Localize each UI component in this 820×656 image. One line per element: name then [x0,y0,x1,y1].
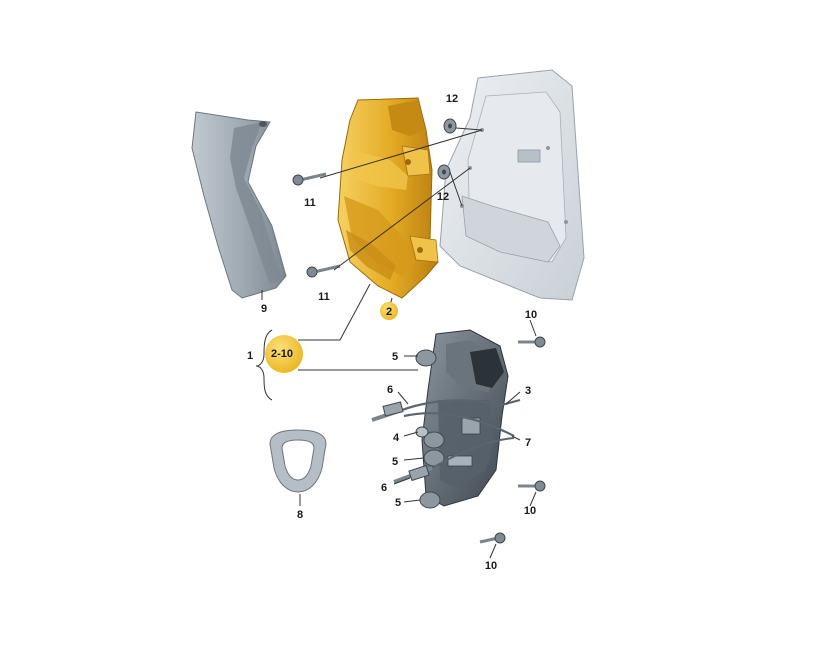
vehicle-body-panel [439,69,585,301]
callout-1: 1 [247,350,253,362]
callout-9: 9 [261,303,267,315]
callout-2-10-badge: 2-10 [265,335,303,373]
callout-2-badge: 2 [380,302,398,320]
callout-3: 3 [525,385,531,397]
callout-4: 4 [393,432,400,444]
screw-11-upper [292,172,327,186]
nut-12-upper [443,118,457,134]
callout-11-lower: 11 [318,291,330,303]
trim-panel [191,111,287,299]
bulbs [415,349,445,509]
gasket [269,429,327,493]
callout-labels: 12 12 11 11 9 2 1 2-10 5 6 4 5 6 5 3 7 1… [247,93,537,572]
callout-10-bottom: 10 [485,560,497,572]
callout-7: 7 [525,437,531,449]
callout-2-10: 2-10 [271,348,293,360]
fasteners [292,118,546,544]
callout-12-lower: 12 [437,191,449,203]
callout-10-top: 10 [525,309,537,321]
callout-5-top: 5 [392,351,398,363]
callout-6-bottom: 6 [381,482,387,494]
callout-12-upper: 12 [446,93,458,105]
group-bracket [255,283,418,401]
leader-lines [261,290,537,559]
screw-10-middle [518,480,546,492]
callout-11-upper: 11 [304,197,316,209]
callout-8: 8 [297,509,303,521]
tail-lamp-housing [337,97,439,299]
assembly-guide-lines [319,127,483,271]
callout-5-bottom: 5 [395,497,401,509]
callout-10-middle: 10 [524,505,536,517]
screw-10-bottom [479,532,506,544]
nut-12-lower [437,164,451,180]
callout-6-top: 6 [387,384,393,396]
screw-10-top [518,336,546,348]
screw-11-lower [306,264,341,278]
wiring-harness [371,398,521,484]
callout-5-middle: 5 [392,456,398,468]
callout-2: 2 [386,306,392,318]
